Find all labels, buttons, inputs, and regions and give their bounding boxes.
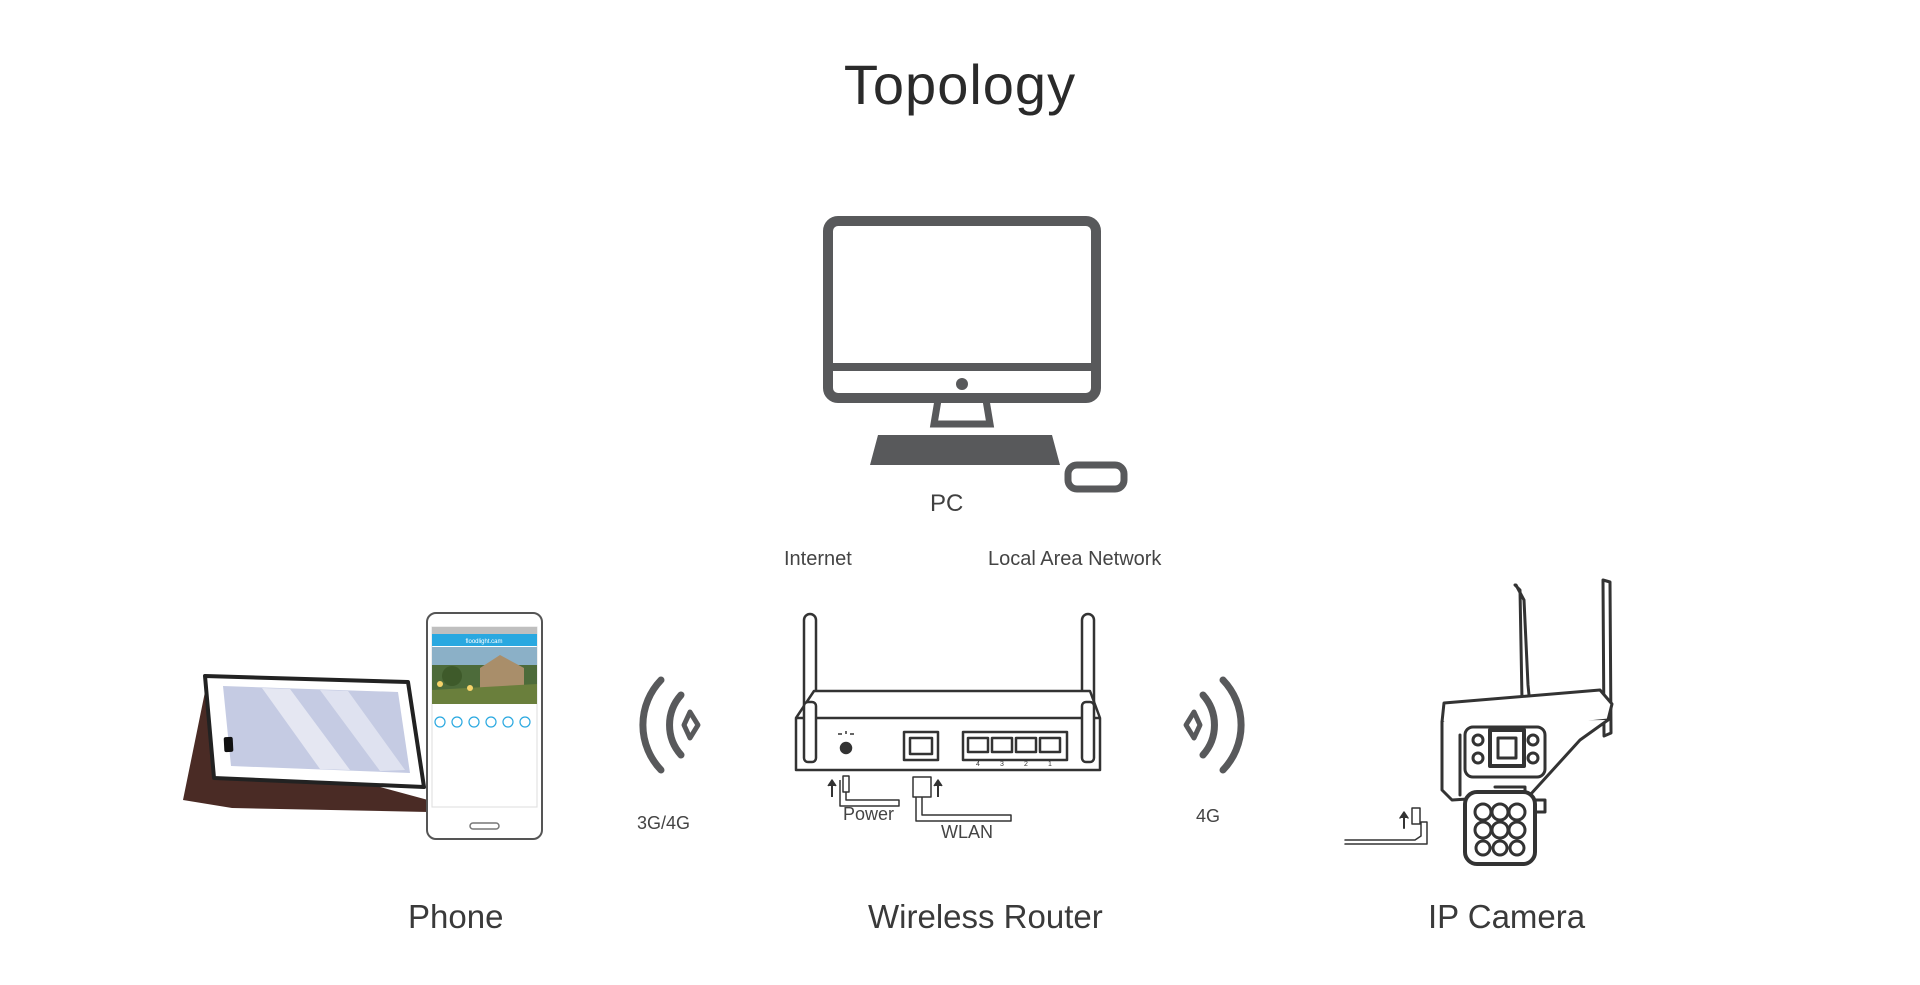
link-3g-4g-label: 3G/4G <box>637 813 691 833</box>
wlan-port-label: WLAN <box>941 822 994 842</box>
wireless-router-label: Wireless Router <box>868 898 1103 935</box>
internet-label: Internet <box>784 548 852 570</box>
page-title: Topology <box>843 53 1077 116</box>
wireless-signal-left-icon <box>639 676 701 774</box>
power-port-label: Power <box>843 804 895 824</box>
lan-port-number: 4 <box>976 761 980 768</box>
local-area-network-label: Local Area Network <box>988 548 1162 570</box>
wireless-signal-right-icon <box>1183 676 1245 774</box>
lan-port-number: 3 <box>1000 761 1004 768</box>
lan-port-number: 2 <box>1024 761 1028 768</box>
ip-camera-label: IP Camera <box>1428 898 1586 935</box>
pc-label: PC <box>930 490 964 517</box>
tablet-icon <box>183 674 428 812</box>
phone-app-title: floodlight.cam <box>465 639 502 645</box>
pc-icon <box>823 216 1128 493</box>
router-icon <box>794 612 1102 822</box>
ip-camera-icon <box>1344 578 1614 866</box>
link-4g-label: 4G <box>1196 806 1221 826</box>
lan-port-number: 1 <box>1048 761 1052 768</box>
router-lan-port-numbers: 4 3 2 1 <box>976 761 1052 768</box>
phone-icon: floodlight.cam <box>426 612 543 840</box>
phone-label: Phone <box>408 898 504 935</box>
